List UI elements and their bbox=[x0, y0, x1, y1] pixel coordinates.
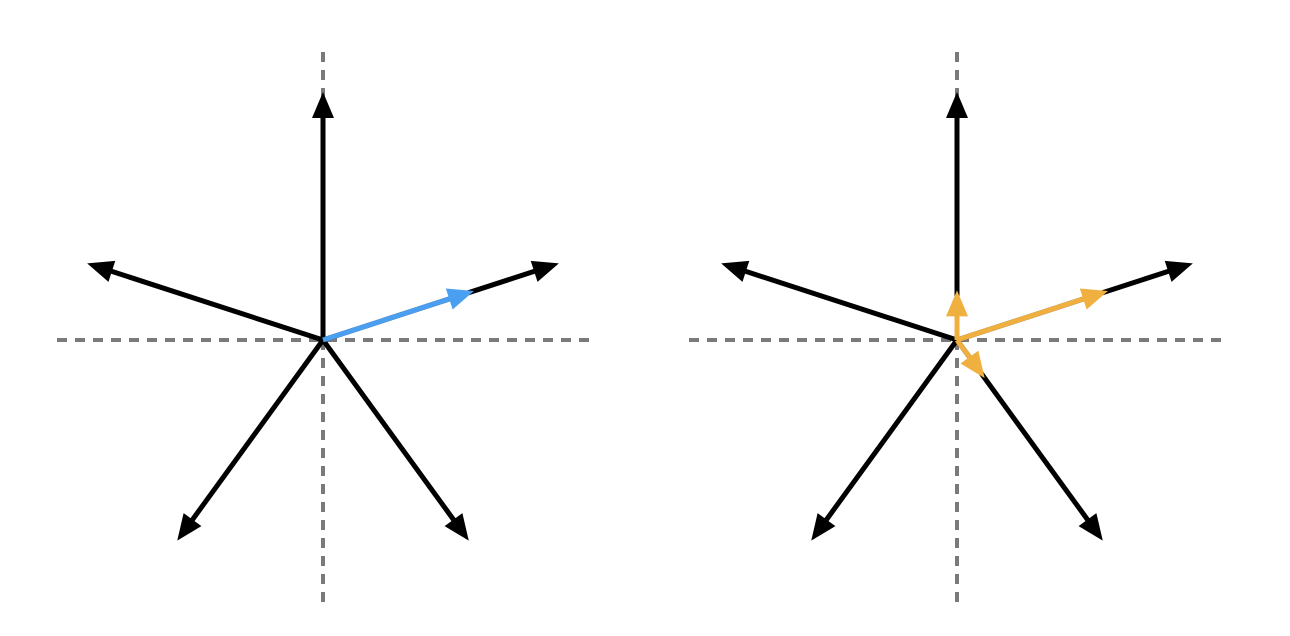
right-basis-vector-upper-left-head bbox=[721, 260, 750, 282]
right-highlighted-vector-3-head bbox=[960, 350, 985, 379]
left-basis-vector-upper-left bbox=[87, 260, 324, 343]
right-basis-vector-upper-left bbox=[721, 260, 958, 343]
right-highlighted-vector-2 bbox=[956, 288, 1108, 343]
left-vector-diagram bbox=[57, 52, 590, 602]
left-basis-vector-lower-left-shaft bbox=[189, 338, 326, 523]
right-highlighted-vector-1 bbox=[946, 290, 968, 340]
left-basis-vector-lower-right bbox=[320, 338, 469, 541]
left-basis-vector-upper-left-head bbox=[87, 260, 116, 282]
left-basis-vector-lower-right-head bbox=[444, 513, 469, 541]
right-basis-vector-up-head bbox=[946, 92, 968, 118]
right-basis-vector-lower-left-head bbox=[811, 513, 836, 541]
right-basis-vector-upper-right-head bbox=[1164, 260, 1193, 282]
left-highlighted-vector-1-shaft bbox=[322, 295, 452, 343]
right-highlighted-vector-3-shaft bbox=[954, 338, 973, 361]
right-highlighted-vector-2-head bbox=[1079, 288, 1108, 310]
right-highlighted-vector-3 bbox=[954, 338, 985, 379]
left-basis-vector-up bbox=[312, 92, 334, 340]
left-highlighted-vector-1-head bbox=[445, 288, 474, 310]
left-basis-vector-up-head bbox=[312, 92, 334, 118]
right-highlighted-vector-2-shaft bbox=[956, 295, 1086, 343]
right-basis-vector-lower-left bbox=[811, 338, 960, 541]
right-basis-vector-upper-left-shaft bbox=[743, 268, 958, 343]
left-basis-vector-lower-right-shaft bbox=[320, 338, 457, 523]
left-basis-vector-upper-right-head bbox=[530, 260, 559, 282]
left-basis-vector-lower-left bbox=[177, 338, 326, 541]
left-basis-vector-upper-left-shaft bbox=[109, 268, 324, 343]
right-highlighted-vector-1-head bbox=[946, 290, 968, 317]
left-highlighted-vector-1 bbox=[322, 288, 474, 343]
right-basis-vector-lower-left-shaft bbox=[823, 338, 960, 523]
right-vector-diagram bbox=[689, 52, 1222, 602]
right-basis-vector-lower-right-head bbox=[1078, 513, 1103, 541]
left-basis-vector-lower-left-head bbox=[177, 513, 202, 541]
